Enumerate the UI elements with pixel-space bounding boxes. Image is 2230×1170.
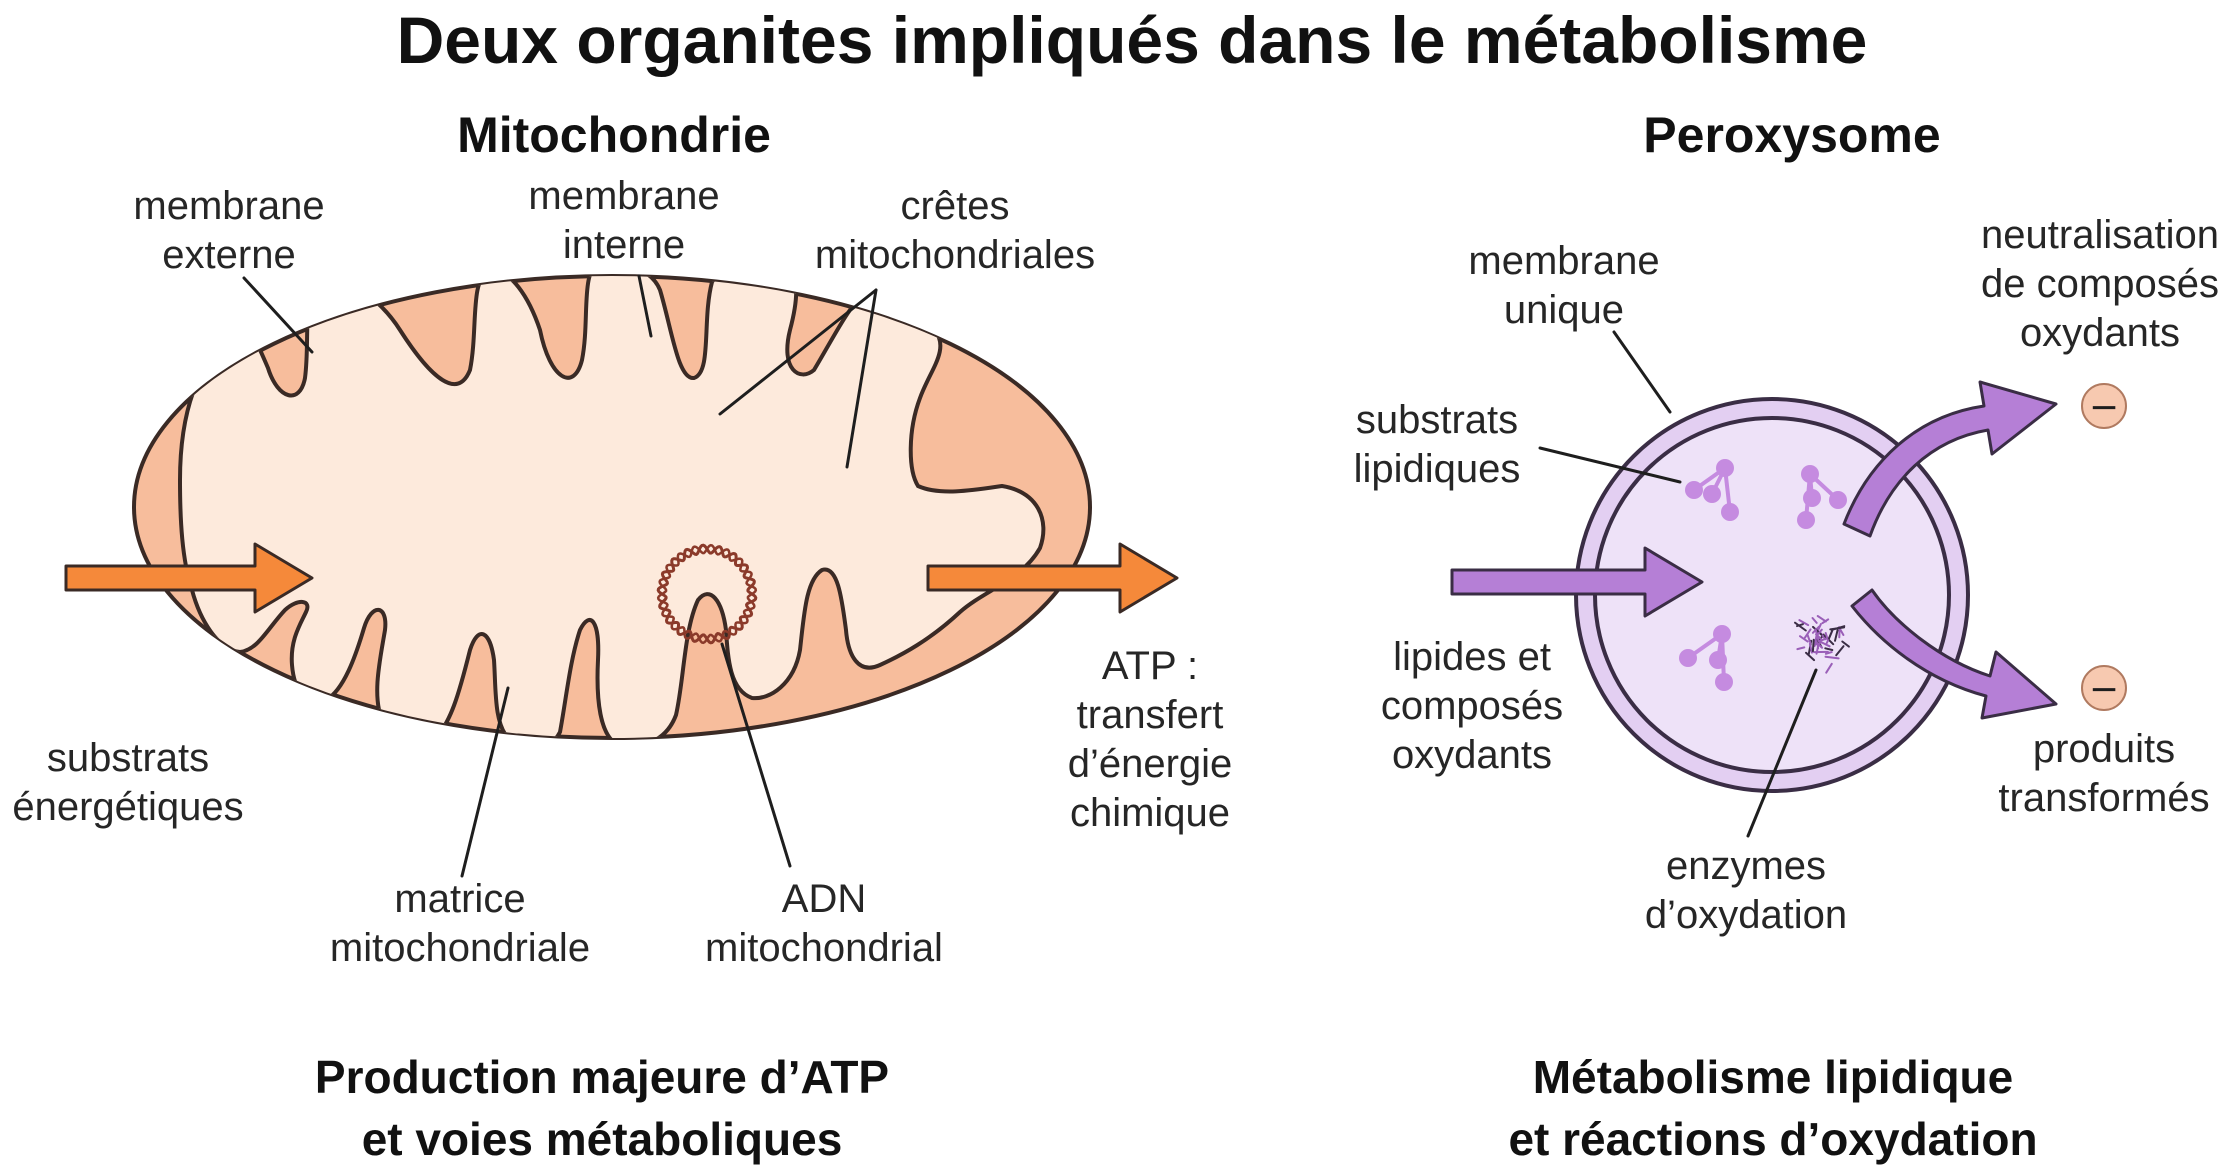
lipid-dot (1716, 459, 1734, 477)
caption-peroxysome: Métabolisme lipidique et réactions d’oxy… (1508, 1046, 2037, 1170)
lipid-dot (1685, 481, 1703, 499)
lipid-dot (1715, 673, 1733, 691)
heading-peroxysome: Peroxysome (1643, 105, 1940, 165)
leader-membrane-unique (1614, 332, 1670, 412)
lipid-dot (1803, 489, 1821, 507)
lipid-dot (1829, 491, 1847, 509)
label-membrane-interne: membrane interne (528, 172, 719, 270)
lipid-dot (1713, 625, 1731, 643)
label-lipides-composes: lipides et composés oxydants (1381, 633, 1563, 780)
enzyme-mark (1813, 640, 1814, 651)
label-atp: ATP : transfert d’énergie chimique (1068, 642, 1233, 838)
lipid-dot (1721, 503, 1739, 521)
label-matrice-mitochondriale: matrice mitochondriale (330, 875, 590, 973)
minus-marker-bottom: − (2082, 666, 2126, 710)
minus-symbol-bottom: − (2089, 669, 2119, 710)
label-adn-mitochondrial: ADN mitochondrial (705, 875, 943, 973)
lipid-dot (1709, 651, 1727, 669)
label-membrane-unique: membrane unique (1468, 237, 1659, 335)
label-membrane-externe: membrane externe (133, 182, 324, 280)
lipid-dot (1797, 511, 1815, 529)
lipid-dot (1679, 649, 1697, 667)
lipid-dot (1703, 485, 1721, 503)
minus-marker-top: − (2082, 384, 2126, 428)
label-cretes-mitochondriales: crêtes mitochondriales (815, 182, 1095, 280)
heading-mitochondrie: Mitochondrie (457, 105, 771, 165)
label-substrats-energetiques: substrats énergétiques (12, 734, 243, 832)
minus-symbol-top: − (2089, 387, 2119, 428)
lipid-dot (1801, 465, 1819, 483)
label-produits-transformes: produits transformés (1998, 725, 2209, 823)
mitochondrion (134, 262, 1090, 748)
label-neutralisation: neutralisation de composés oxydants (1981, 211, 2219, 358)
label-substrats-lipidiques: substrats lipidiques (1354, 396, 1521, 494)
label-enzymes-oxydation: enzymes d’oxydation (1645, 842, 1847, 940)
caption-mitochondrie: Production majeure d’ATP et voies métabo… (315, 1046, 889, 1170)
